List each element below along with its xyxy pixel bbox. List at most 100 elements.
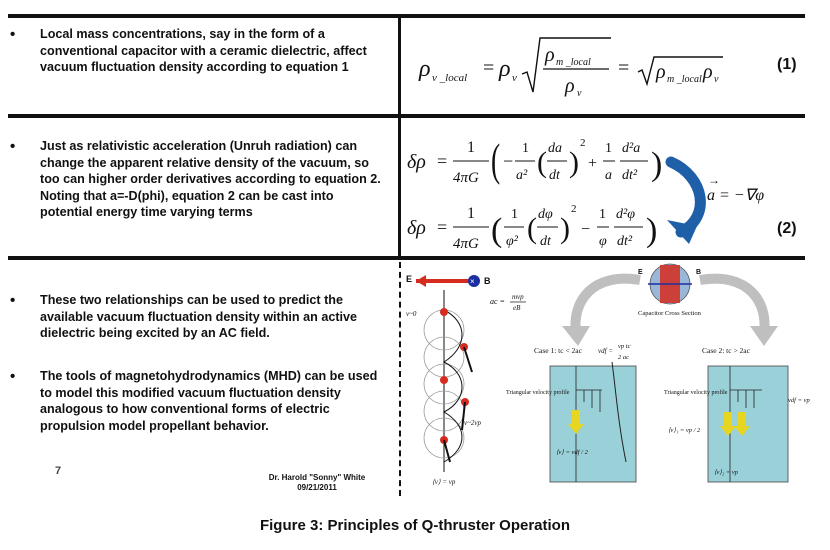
avg-v-label: ⟨v⟩ = vp [432, 478, 456, 486]
bullet-dot: • [10, 368, 16, 385]
eq2a-4piG: 4πG [453, 170, 479, 186]
eq2a-lparen: ( [491, 135, 500, 186]
bullet-text: Local mass concentrations, say in the fo… [40, 27, 367, 74]
case1-vdf: vdf = [598, 347, 613, 355]
accel-relation: a = −∇φ [707, 187, 764, 204]
case2-avg1: ⟨v⟩₁ = vp / 2 [668, 427, 701, 434]
eq1-rho2: ρ [498, 56, 511, 82]
divider-2 [398, 118, 401, 256]
case1-channel [549, 365, 637, 483]
case1-tri-profile: Triangular velocity profile [506, 389, 570, 396]
label-B2: B [696, 269, 701, 276]
ac-den: eB [513, 304, 521, 312]
bullet-4: • The tools of magnetohydrodynamics (MHD… [10, 368, 382, 434]
case2-vdf: vdf = vp [788, 397, 810, 404]
author-date: 09/21/2011 [297, 483, 337, 492]
eq2b-4piG: 4πG [453, 236, 479, 252]
figure-caption: Figure 3: Principles of Q-thruster Opera… [259, 517, 571, 534]
eq2a-sq: 2 [580, 137, 586, 149]
eq2a-one-b: 1 [522, 141, 529, 156]
author-block: Dr. Harold "Sonny" White 09/21/2011 [262, 473, 372, 493]
bullet-2: • Just as relativistic acceleration (Unr… [10, 138, 382, 221]
eq1-sub4: v [714, 74, 719, 85]
eq2a-plus: + [588, 155, 597, 172]
eq1-eq2: = [618, 57, 629, 79]
label-E2: E [638, 269, 643, 276]
eq2b-phi: φ [599, 234, 607, 249]
eq2a-dt: dt [549, 168, 561, 183]
label-E: E [406, 274, 412, 284]
case2-avg2: ⟨v⟩₂ = vp [714, 469, 739, 476]
eq1-num-sub: m _local [556, 57, 591, 68]
case1-title: Case 1: tc < 2ac [534, 346, 583, 355]
rule-2 [8, 256, 805, 260]
bullet-text: The tools of magnetohydrodynamics (MHD) … [40, 369, 378, 433]
eq2b-rparen: ) [646, 212, 657, 249]
eq1-num-rho: ρ [544, 44, 555, 66]
eq2b-dphi: dφ [538, 207, 553, 222]
equation-2: δρ = 1 4πG ( − 1 a² ( da dt ) 2 + 1 a d²… [407, 135, 764, 252]
eq2b-one-b: 1 [511, 207, 518, 222]
eq1-rho: ρ [418, 56, 431, 82]
case1-avg: ⟨v⟩ = vdf / 2 [556, 449, 589, 456]
eq2a-rparen: ) [651, 146, 662, 183]
eq1-den-sub: v [577, 88, 582, 99]
eq1-sub3: m _local [667, 74, 702, 85]
eq2a-da: da [548, 141, 562, 156]
svg-text:→: → [708, 173, 720, 187]
case1-frac-den: 2 ac [618, 354, 629, 361]
eq2a-eq: = [437, 151, 447, 171]
eq2b-rp2: ) [560, 212, 570, 245]
eq2b-lparen: ( [491, 212, 502, 249]
eq2b-one: 1 [467, 205, 475, 222]
divider-3 [399, 262, 403, 496]
mhd-diagram: E × B ac = mvp eB v~0 v~2vp ⟨v⟩ = vp E B… [406, 263, 810, 486]
eq2a-minus: − [503, 151, 513, 171]
bullet-1: • Local mass concentrations, say in the … [10, 26, 382, 76]
equation-number-2: (2) [777, 220, 797, 237]
label-B: B [484, 276, 491, 286]
eq2b-eq: = [437, 217, 447, 237]
eq2b-dt2: dt² [617, 234, 633, 249]
equation-number-1: (1) [777, 56, 797, 73]
bullet-dot: • [10, 292, 16, 309]
top-rule [8, 14, 805, 18]
ac-label: ac = [490, 297, 505, 306]
bullet-dot: • [10, 138, 16, 155]
svg-text:×: × [470, 277, 475, 286]
author-name: Dr. Harold "Sonny" White [268, 473, 366, 482]
eq2b-one-c: 1 [599, 207, 606, 222]
case2-channel [707, 365, 789, 483]
eq2a-one-c: 1 [605, 141, 612, 156]
eq2a-d2a: d²a [622, 141, 640, 156]
case2-tri-profile: Triangular velocity profile [664, 389, 728, 396]
ac-num: mvp [512, 293, 524, 301]
eq2a-dt2: dt² [622, 168, 638, 183]
substitution-arrow [665, 156, 706, 238]
eq2b-phi2: φ² [506, 234, 519, 249]
eq1-sub-vlocal: v _local [432, 72, 467, 84]
eq1-eq: = [483, 57, 494, 79]
bullet-3: • These two relationships can be used to… [10, 292, 382, 342]
bullet-dot: • [10, 26, 16, 43]
eq2b-dt: dt [540, 234, 552, 249]
bullet-text: Just as relativistic acceleration (Unruh… [40, 139, 381, 219]
case2-title: Case 2: tc > 2ac [702, 346, 751, 355]
equation-1: ρ v _local = ρ v ρ m _local ρ v = ρ m _l… [418, 37, 723, 99]
divider-1 [398, 17, 401, 114]
eq1-rho4: ρ [702, 61, 713, 83]
eq2b-d2phi: d²φ [616, 207, 635, 222]
page-number: 7 [55, 465, 62, 477]
eq2a-lp2: ( [537, 146, 547, 179]
eq2b-lp2: ( [527, 212, 537, 245]
eq2a-rp2: ) [569, 146, 579, 179]
eq1-sub-v: v [512, 72, 517, 84]
rule-1 [8, 114, 805, 118]
eq1-rho3: ρ [655, 61, 666, 83]
capacitor-cross-section: Capacitor Cross Section [638, 310, 702, 317]
eq2b-drho: δρ [407, 217, 426, 239]
eq1-den-rho: ρ [564, 75, 575, 97]
v0-label: v~0 [406, 310, 417, 318]
eq2a-one: 1 [467, 139, 475, 156]
case1-frac-num: vp tc [618, 343, 631, 350]
